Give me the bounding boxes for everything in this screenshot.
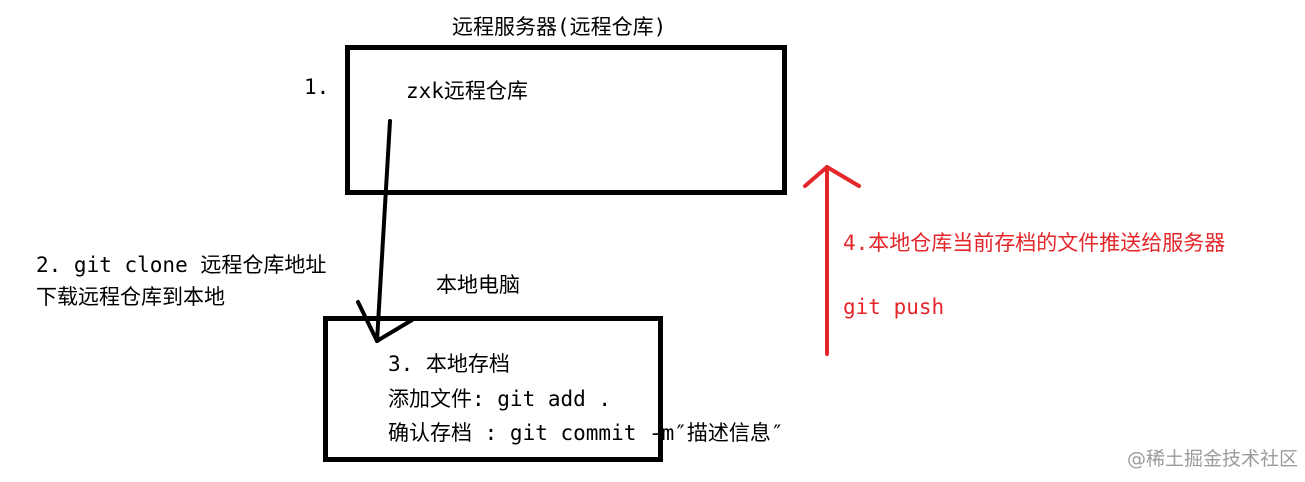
remote-server-title: 远程服务器(远程仓库) [452, 15, 667, 39]
push-arrow-head [803, 165, 861, 188]
add-files-command: 添加文件: git add . [388, 387, 612, 411]
push-arrow [803, 165, 861, 356]
commit-command: 确认存档 : git commit -m″描述信息″ [388, 421, 784, 445]
local-computer-title: 本地电脑 [436, 273, 520, 297]
clone-step-description: 下载远程仓库到本地 [36, 285, 225, 309]
push-command: git push [843, 295, 945, 319]
watermark: @稀土掘金技术社区 [1127, 448, 1299, 470]
step-1-label: 1. [304, 75, 330, 99]
remote-repository-label: zxk远程仓库 [406, 79, 528, 103]
local-repository-box [323, 316, 663, 462]
clone-arrow [356, 119, 414, 343]
local-step-label: 3. 本地存档 [388, 352, 510, 376]
remote-repository-box [345, 45, 787, 195]
clone-arrow-head [356, 300, 414, 343]
clone-step-label: 2. git clone 远程仓库地址 [36, 253, 327, 277]
push-step-label: 4.本地仓库当前存档的文件推送给服务器 [843, 231, 1226, 255]
clone-arrow-shaft [375, 119, 392, 343]
